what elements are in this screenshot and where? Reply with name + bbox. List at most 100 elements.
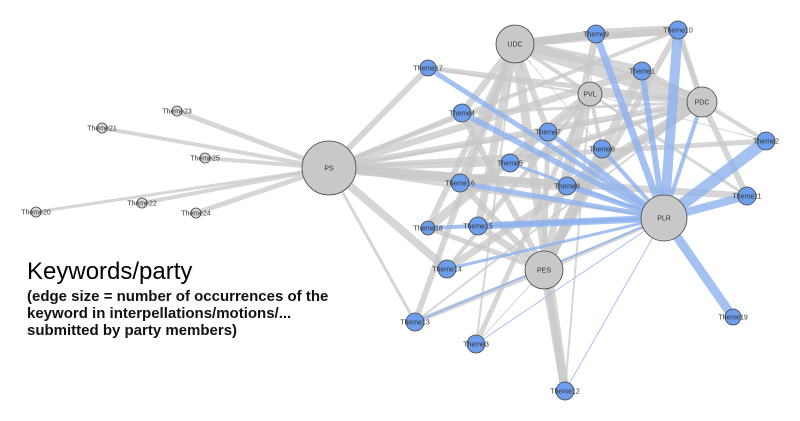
plr-edge-plr-t1 <box>639 68 667 221</box>
node-circle <box>668 20 688 40</box>
node-theme9: Theme9 <box>583 24 609 44</box>
edge-ps-t13 <box>327 166 417 324</box>
node-label: Theme1 <box>629 68 655 75</box>
node-label: Theme17 <box>413 65 443 72</box>
node-theme13: Theme13 <box>400 312 430 332</box>
node-circle <box>199 152 211 164</box>
node-label: Theme7 <box>535 129 561 136</box>
node-label: Theme24 <box>181 210 211 217</box>
node-circle <box>437 259 457 279</box>
node-circle <box>301 140 357 196</box>
node-theme1: Theme1 <box>629 61 655 81</box>
node-circle <box>756 131 776 151</box>
plr-edge-plr-t16 <box>457 180 667 221</box>
node-circle <box>495 24 535 64</box>
node-theme4: Theme4 <box>449 103 475 123</box>
caption-note: (edge size = number of occurrences of th… <box>27 288 329 339</box>
node-label: Theme4 <box>449 110 475 117</box>
node-theme7: Theme7 <box>535 122 561 142</box>
edge-t21-ps <box>100 126 331 170</box>
node-pes: PES <box>524 250 564 290</box>
node-theme25: Theme25 <box>190 152 220 164</box>
node-theme6: Theme6 <box>589 139 615 159</box>
node-label: Theme20 <box>21 209 51 216</box>
node-label: Theme9 <box>583 31 609 38</box>
node-theme12: Theme12 <box>550 381 580 401</box>
node-label: PS <box>324 165 334 172</box>
edge-pes-t12 <box>540 266 569 395</box>
node-circle <box>96 122 108 134</box>
node-theme10: Theme10 <box>663 20 693 40</box>
node-circle <box>450 173 470 193</box>
node-circle <box>500 153 520 173</box>
edge-pvl-t12 <box>564 93 591 392</box>
node-circle <box>405 312 425 332</box>
node-label: Theme21 <box>87 125 117 132</box>
node-circle <box>538 122 558 142</box>
edge-t22-ps <box>140 166 331 205</box>
node-circle <box>30 206 42 218</box>
node-label: Theme13 <box>400 319 430 326</box>
node-circle <box>171 105 183 117</box>
node-theme15: Theme15 <box>463 216 493 236</box>
node-circle <box>557 176 577 196</box>
node-circle <box>452 103 472 123</box>
node-theme22: Theme22 <box>127 197 157 209</box>
node-theme18: Theme18 <box>413 220 443 236</box>
node-label: Theme8 <box>554 183 580 190</box>
node-circle <box>640 194 688 242</box>
node-circle <box>724 308 742 326</box>
plr-edge-plr-t4 <box>459 110 667 221</box>
edge-pdc-t16 <box>458 100 704 185</box>
edge-udc-t15 <box>474 40 519 230</box>
node-circle <box>632 61 652 81</box>
node-theme19: Theme19 <box>718 308 748 326</box>
node-label: Theme15 <box>463 223 493 230</box>
plr-edge-plr-t7 <box>545 129 667 221</box>
node-circle <box>136 197 148 209</box>
node-label: PLR <box>657 215 671 222</box>
plr-edge-plr-t9 <box>592 30 668 222</box>
node-circle <box>190 207 202 219</box>
edge-ps-pdc <box>326 99 705 171</box>
node-circle <box>586 24 606 44</box>
node-circle <box>419 59 437 77</box>
node-circle <box>592 139 612 159</box>
edge-pdc-t11 <box>699 99 750 199</box>
node-label: Theme18 <box>413 225 443 232</box>
node-circle <box>577 81 603 107</box>
node-label: PES <box>537 267 551 274</box>
node-theme24: Theme24 <box>181 207 211 219</box>
node-circle <box>555 381 575 401</box>
edges-layer <box>34 25 772 396</box>
node-label: Theme14 <box>432 266 462 273</box>
node-label: PDC <box>695 99 710 106</box>
node-label: Theme3 <box>463 341 489 348</box>
nodes-layer: PSUDCPVLPDCPESPLRTheme1Theme2Theme3Theme… <box>21 20 779 401</box>
node-label: Theme19 <box>718 314 748 321</box>
caption: Keywords/party (edge size = number of oc… <box>27 258 387 339</box>
caption-title: Keywords/party <box>27 258 193 285</box>
node-circle <box>686 86 718 118</box>
plr-edge-plr-t17 <box>425 65 667 221</box>
plr-edge-plr-t15 <box>474 214 668 230</box>
node-theme16: Theme16 <box>445 173 475 193</box>
node-label: Theme10 <box>663 27 693 34</box>
node-label: Theme11 <box>732 193 761 200</box>
node-theme17: Theme17 <box>413 59 443 77</box>
node-pdc: PDC <box>686 86 718 118</box>
node-circle <box>420 220 436 236</box>
node-label: Theme6 <box>589 146 615 153</box>
node-theme23: Theme23 <box>162 105 192 117</box>
plr-edge-plr-t14 <box>445 216 666 271</box>
node-circle <box>524 250 564 290</box>
plr-edge-plr-t10 <box>659 25 683 223</box>
plr-edge-plr-t12 <box>564 217 665 392</box>
node-circle <box>468 216 488 236</box>
node-theme3: Theme3 <box>463 334 489 354</box>
node-label: Theme2 <box>753 138 779 145</box>
edge-t9-t10 <box>591 25 683 39</box>
node-circle <box>737 186 757 206</box>
node-label: Theme12 <box>550 388 580 395</box>
